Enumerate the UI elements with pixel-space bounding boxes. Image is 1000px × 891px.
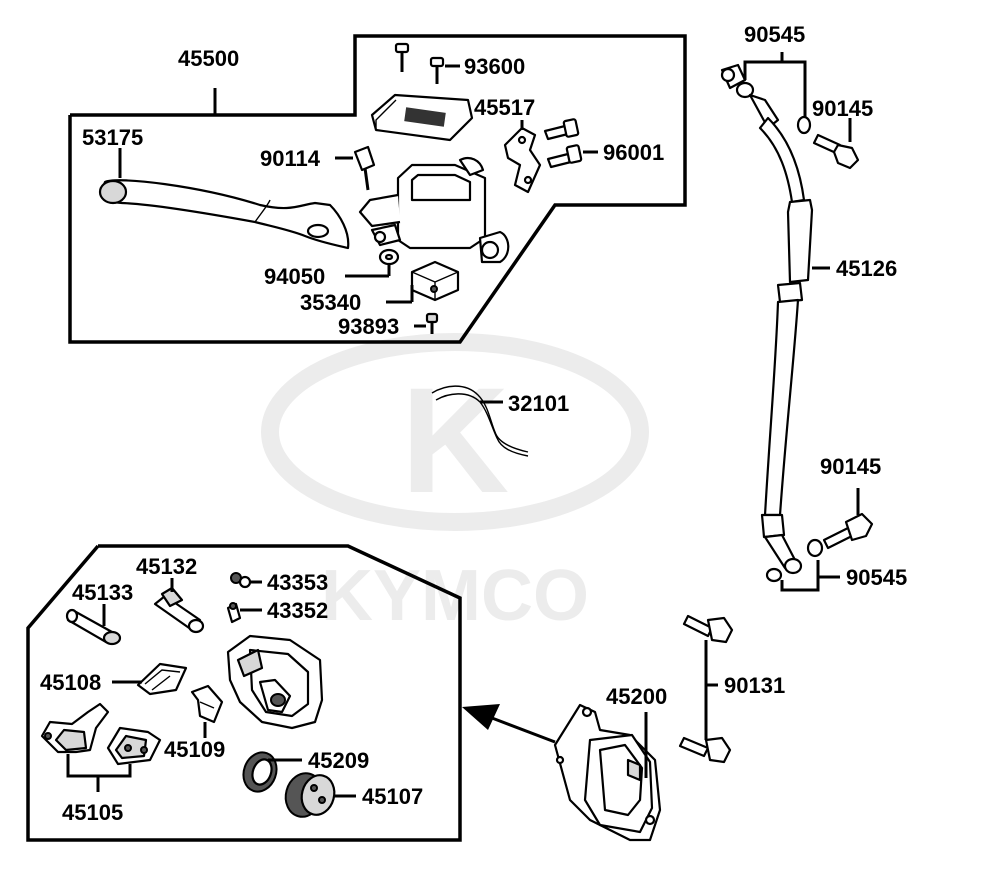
brake-pads-45105 [40,702,162,766]
label-93600: 93600 [464,54,525,79]
master-cylinder-group-box [68,34,687,344]
label-90131: 90131 [724,673,785,698]
label-45132: 45132 [136,554,197,579]
bleeder-cap-43353 [230,572,252,589]
switch-wire [431,385,529,457]
caliper-assembly [553,703,662,842]
exploded-view-arrow [462,704,556,744]
brake-switch [410,260,460,302]
switch-screw [425,312,439,334]
caliper-parts-box [26,544,462,842]
label-45109: 45109 [164,737,225,762]
label-45105: 45105 [62,800,123,825]
label-35340: 35340 [300,290,361,315]
caliper-body [226,634,324,730]
master-cylinder-body [358,156,510,264]
label-45133: 45133 [72,580,133,605]
label-90545-top: 90545 [744,22,805,47]
clamp-bolts [543,118,583,169]
label-94050: 94050 [264,264,325,289]
washer-bottom-1 [806,538,824,558]
label-32101: 32101 [508,391,569,416]
watermark-logo: K [401,356,509,524]
label-90145-top: 90145 [812,96,873,121]
pivot-bolt [353,145,376,191]
banjo-bolt-bottom [822,512,874,550]
handlebar-clamp [503,126,542,194]
label-43353: 43353 [267,570,328,595]
caliper-pin-45132 [153,586,205,634]
label-45107: 45107 [362,784,423,809]
banjo-bolt-top [812,133,860,170]
label-45108: 45108 [40,670,101,695]
label-53175: 53175 [82,125,143,150]
label-45200: 45200 [606,684,667,709]
pad-retainer-45109 [190,684,224,724]
caliper-piston-45107 [284,772,336,818]
reservoir-cap [370,93,474,142]
caliper-pin-45133 [65,608,122,646]
pad-spring-45108 [136,662,188,696]
brake-lever [98,179,350,250]
label-45500: 45500 [178,46,239,71]
caliper-bolts [678,614,734,764]
label-45209: 45209 [308,748,369,773]
label-45517: 45517 [474,95,535,120]
label-43352: 43352 [267,598,328,623]
cap-screws [394,42,445,84]
label-93893: 93893 [338,314,399,339]
leader-90545-bottom [780,560,820,592]
label-90114: 90114 [260,146,321,171]
bleeder-screw-43352 [226,602,242,624]
label-45126: 45126 [836,256,897,281]
piston-seal-45209 [242,751,278,793]
washer-bottom-2 [765,567,783,583]
label-90545-bottom: 90545 [846,565,907,590]
brake-hose [720,63,814,575]
leader-90545-top [743,60,807,118]
label-90145-bottom: 90145 [820,454,881,479]
label-96001: 96001 [603,140,664,165]
